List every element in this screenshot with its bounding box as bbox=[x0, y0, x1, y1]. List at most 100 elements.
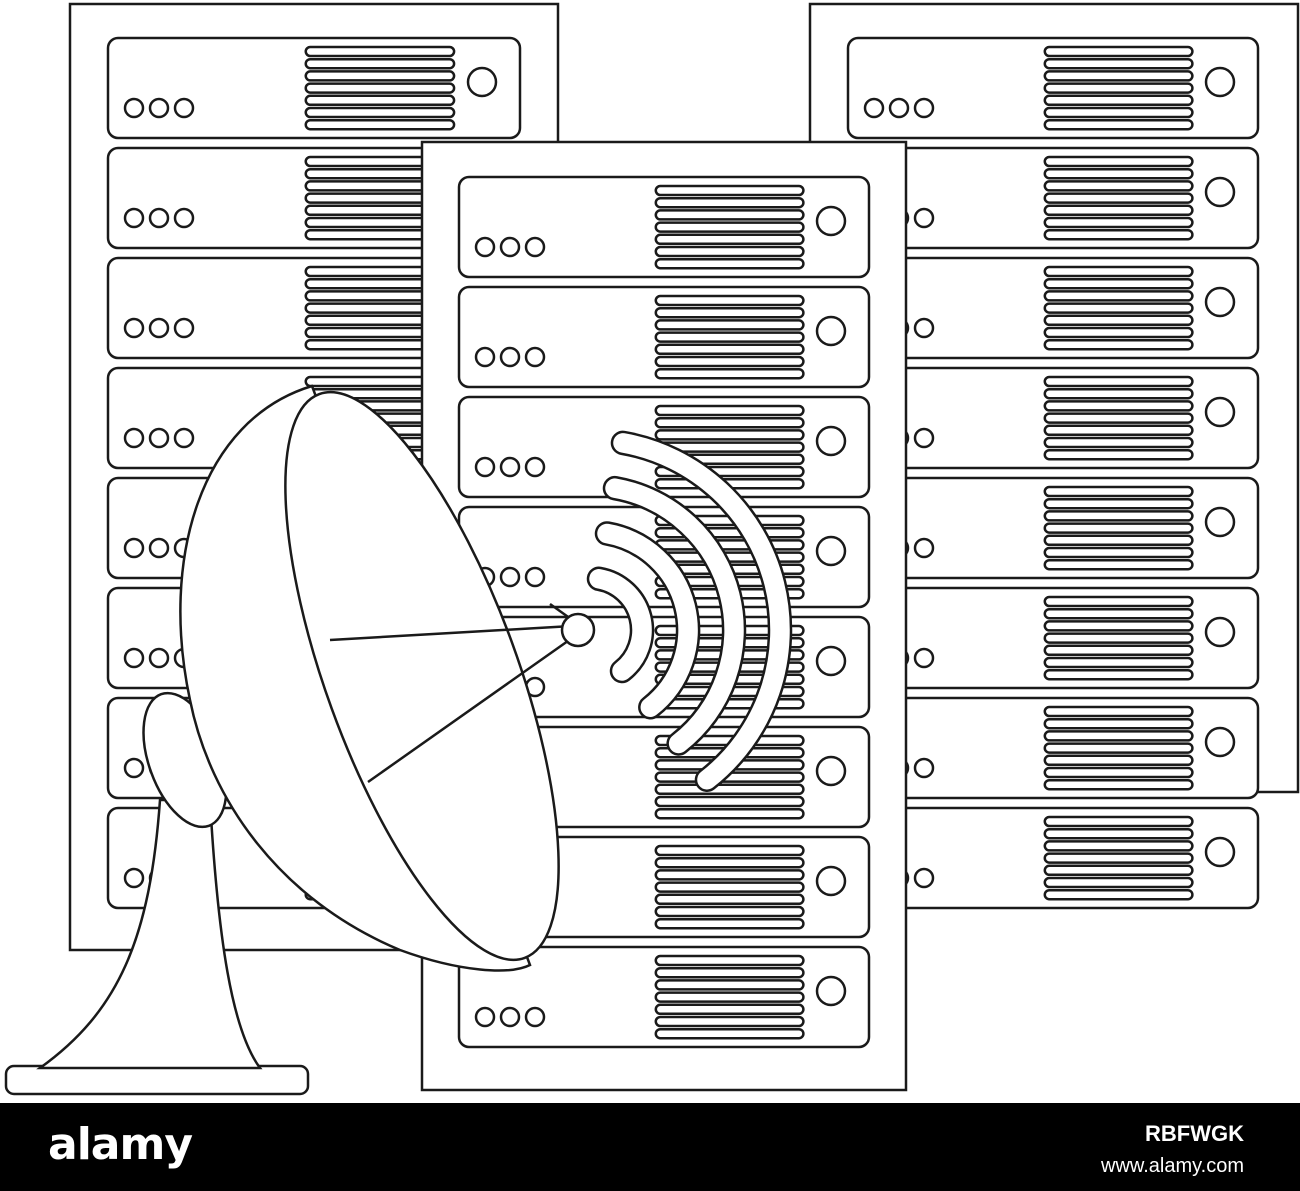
vent-slot bbox=[654, 331, 805, 343]
vent-slot bbox=[654, 355, 805, 368]
feed-horn bbox=[560, 612, 596, 648]
status-led-icon bbox=[148, 647, 170, 669]
status-led-icon bbox=[524, 456, 546, 478]
vent-slot bbox=[654, 807, 805, 820]
status-led-icon bbox=[123, 317, 145, 339]
feed-arm bbox=[367, 634, 576, 784]
status-led-icon bbox=[474, 236, 496, 258]
vent-slot bbox=[654, 1015, 805, 1028]
vent-slot bbox=[1043, 497, 1194, 510]
vent-slot bbox=[654, 196, 805, 209]
vent-slot bbox=[304, 70, 456, 82]
image-id: RBFWGK bbox=[1145, 1121, 1244, 1146]
vent-slot bbox=[1043, 400, 1194, 412]
status-led-icon bbox=[499, 1006, 521, 1028]
power-button-icon bbox=[815, 315, 847, 347]
server-unit bbox=[457, 285, 871, 389]
status-led-icon bbox=[123, 757, 145, 779]
vent-slot bbox=[1043, 852, 1194, 864]
vent-slot bbox=[1043, 192, 1194, 204]
power-button-icon bbox=[1204, 726, 1236, 758]
power-button-icon bbox=[815, 865, 847, 897]
vent-slot bbox=[1043, 106, 1194, 119]
vent-slot bbox=[1043, 448, 1194, 461]
vent-slot bbox=[1043, 277, 1194, 290]
vent-slot bbox=[1043, 717, 1194, 730]
vent-slot bbox=[1043, 766, 1194, 779]
vent-slot bbox=[1043, 265, 1194, 278]
vent-slot bbox=[654, 881, 805, 893]
vent-slot bbox=[1043, 82, 1194, 94]
status-led-icon bbox=[888, 97, 910, 119]
status-led-icon bbox=[863, 97, 885, 119]
vent-slot bbox=[1043, 827, 1194, 840]
vent-slot bbox=[654, 856, 805, 869]
vent-slot bbox=[654, 404, 805, 417]
vent-slot bbox=[1043, 815, 1194, 828]
vent-slot bbox=[654, 966, 805, 979]
signal-arc bbox=[594, 521, 701, 720]
vent-slot bbox=[1043, 155, 1194, 168]
vent-slot bbox=[654, 917, 805, 930]
vent-slot bbox=[1043, 668, 1194, 681]
power-button-icon bbox=[1204, 396, 1236, 428]
status-led-icon bbox=[499, 566, 521, 588]
vent-slot bbox=[654, 221, 805, 233]
vent-slot bbox=[654, 367, 805, 380]
vent-slot bbox=[654, 783, 805, 796]
vent-slot bbox=[654, 416, 805, 429]
vent-slot bbox=[654, 905, 805, 918]
server-unit bbox=[846, 586, 1260, 690]
status-led-icon bbox=[148, 537, 170, 559]
status-led-icon bbox=[123, 207, 145, 229]
status-led-icon bbox=[474, 346, 496, 368]
vent-slot bbox=[654, 795, 805, 808]
server-unit bbox=[106, 256, 522, 360]
vent-slot bbox=[304, 94, 456, 107]
power-button-icon bbox=[1204, 66, 1236, 98]
status-led-icon bbox=[524, 566, 546, 588]
power-button-icon bbox=[815, 205, 847, 237]
feed-arm bbox=[329, 624, 573, 642]
vent-slot bbox=[654, 429, 805, 441]
vent-slot bbox=[1043, 70, 1194, 82]
vent-slot bbox=[1043, 656, 1194, 669]
power-button-icon bbox=[466, 66, 498, 98]
vent-slot bbox=[1043, 387, 1194, 400]
vent-slot bbox=[1043, 216, 1194, 229]
vent-slot bbox=[1043, 705, 1194, 718]
vent-slot bbox=[654, 306, 805, 319]
status-led-icon bbox=[148, 317, 170, 339]
signal-arc bbox=[610, 430, 793, 792]
status-led-icon bbox=[474, 1006, 496, 1028]
vent-slot bbox=[1043, 632, 1194, 644]
vent-slot bbox=[1043, 326, 1194, 339]
wireless-signal-icon bbox=[586, 430, 793, 792]
server-unit bbox=[846, 256, 1260, 360]
vent-slot bbox=[1043, 644, 1194, 657]
power-button-icon bbox=[1204, 616, 1236, 648]
vent-slot bbox=[304, 57, 456, 70]
vent-slot bbox=[304, 45, 456, 58]
power-button-icon bbox=[1204, 176, 1236, 208]
vent-slot bbox=[1043, 510, 1194, 522]
server-unit bbox=[846, 806, 1260, 910]
status-led-icon bbox=[913, 427, 935, 449]
vent-slot bbox=[1043, 94, 1194, 107]
status-led-icon bbox=[123, 647, 145, 669]
vent-slot bbox=[1043, 424, 1194, 437]
footer-bar: alamy RBFWGK www.alamy.com bbox=[0, 1103, 1300, 1191]
vent-slot bbox=[1043, 375, 1194, 388]
vent-slot bbox=[654, 991, 805, 1003]
power-button-icon bbox=[815, 425, 847, 457]
status-led-icon bbox=[499, 346, 521, 368]
vent-slot bbox=[654, 233, 805, 246]
vent-slot bbox=[654, 844, 805, 857]
vent-slot bbox=[654, 954, 805, 967]
power-button-icon bbox=[815, 535, 847, 567]
status-led-icon bbox=[173, 97, 195, 119]
server-unit bbox=[106, 36, 522, 140]
vent-slot bbox=[654, 539, 805, 551]
vent-slot bbox=[304, 106, 456, 119]
vent-slot bbox=[1043, 45, 1194, 58]
